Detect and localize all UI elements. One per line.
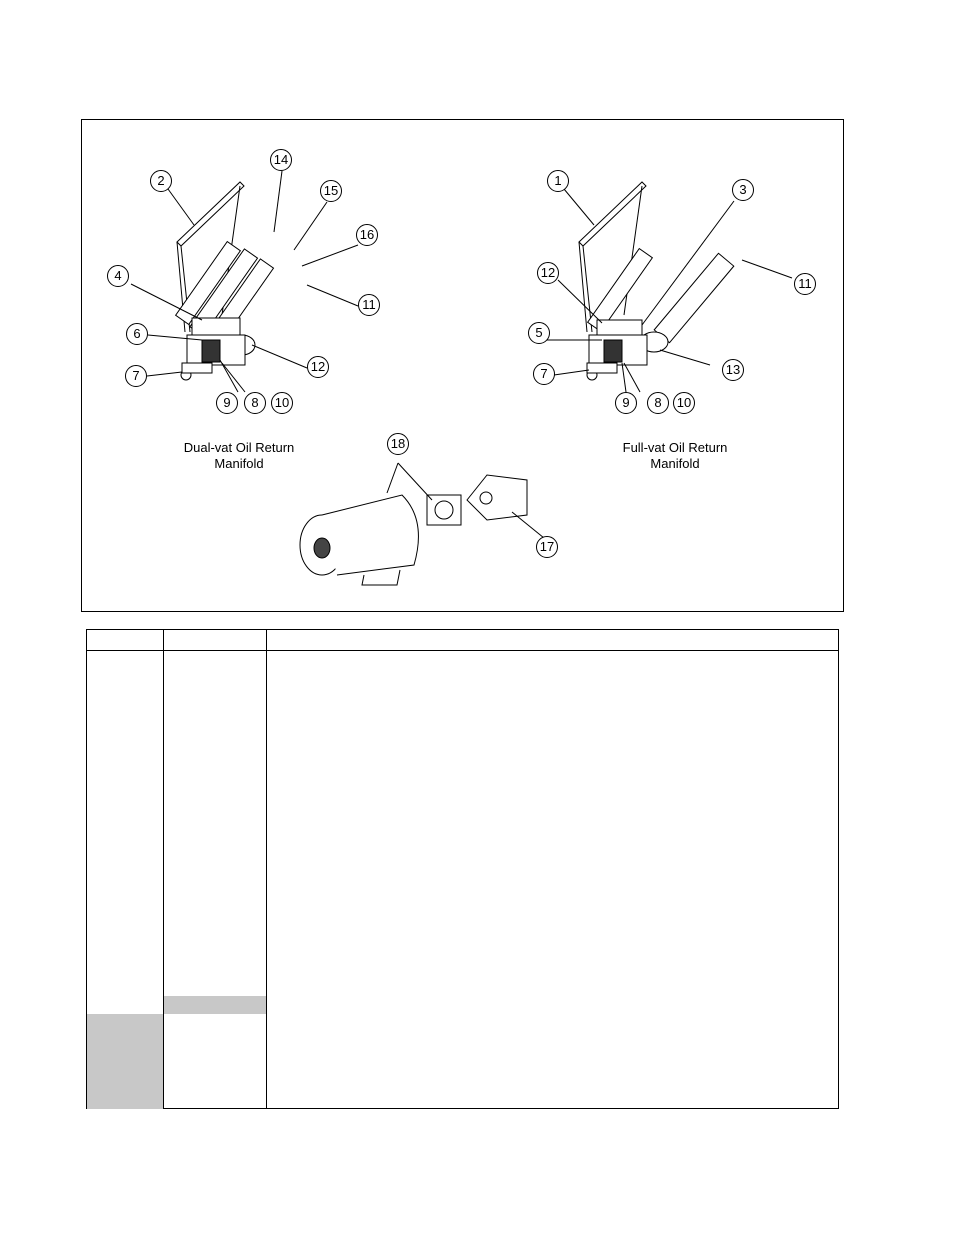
callout-12-dual: 12 [307,356,329,378]
callout-6: 6 [126,323,148,345]
callout-8-dual: 8 [244,392,266,414]
full-vat-caption: Full-vat Oil Return Manifold [622,440,728,471]
callout-11-dual: 11 [358,294,380,316]
callout-10-full: 10 [673,392,695,414]
leader-lines [130,170,793,539]
shaded-cell-item-col [87,1014,163,1109]
parts-table [86,629,839,1109]
callout-1: 1 [547,170,569,192]
callout-8-full: 8 [647,392,669,414]
figure-frame: Dual-vat Oil Return Manifold Full-vat Oi… [81,119,844,612]
shaded-cell-description-col [163,996,266,1014]
callout-14: 14 [270,149,292,171]
callout-2: 2 [150,170,172,192]
callout-4: 4 [107,265,129,287]
header-divider [87,650,838,651]
callout-9-full: 9 [615,392,637,414]
column-divider-2 [266,630,267,1108]
callout-7-dual: 7 [125,365,147,387]
callout-16: 16 [356,224,378,246]
callout-12-full: 12 [537,262,559,284]
callout-18: 18 [387,433,409,455]
callout-10-dual: 10 [271,392,293,414]
full-vat-manifold-drawing [578,181,735,381]
dual-vat-manifold-drawing [174,181,275,381]
dual-vat-caption: Dual-vat Oil Return Manifold [183,440,295,471]
manifold-illustration [130,170,793,586]
callout-3: 3 [732,179,754,201]
callout-11-full: 11 [794,273,816,295]
callout-7-full: 7 [533,363,555,385]
callout-9-dual: 9 [216,392,238,414]
column-divider-1 [163,630,164,1108]
callout-5: 5 [528,322,550,344]
callout-13: 13 [722,359,744,381]
motor-pump-drawing [299,474,528,586]
callout-17: 17 [536,536,558,558]
callout-15: 15 [320,180,342,202]
